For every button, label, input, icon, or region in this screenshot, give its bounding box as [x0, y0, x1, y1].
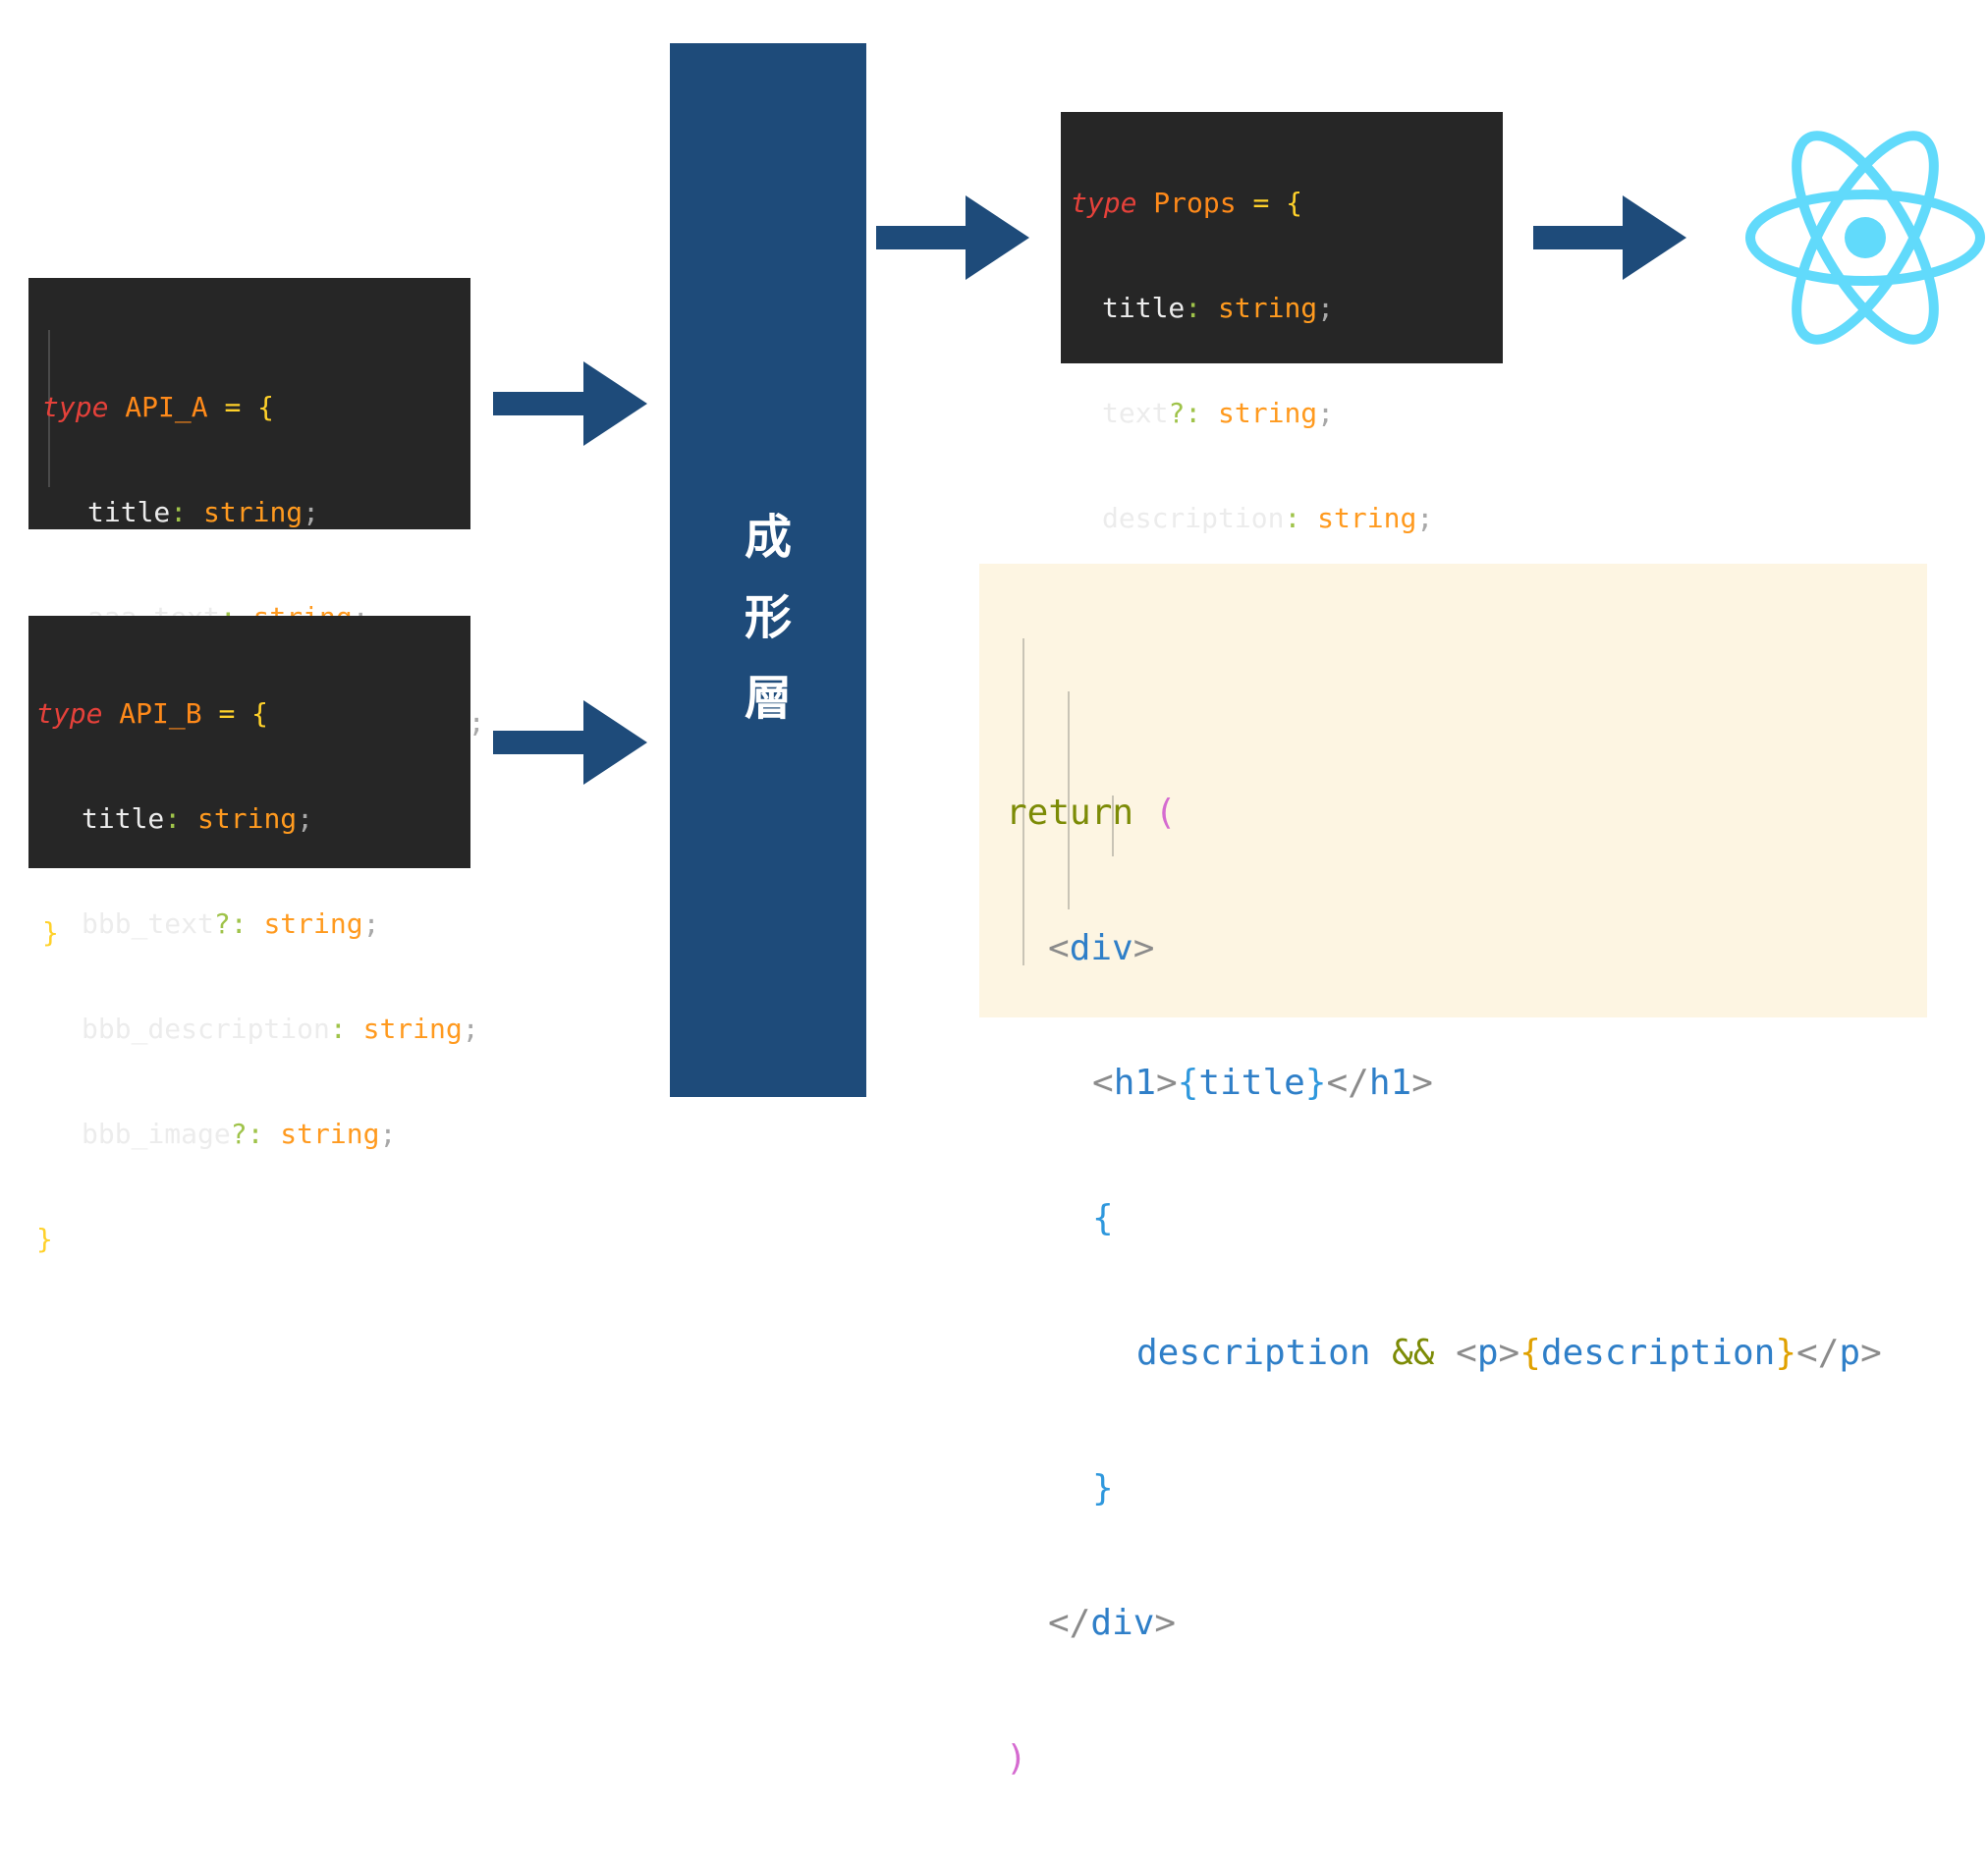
- code-line: text?: string;: [1102, 397, 1335, 429]
- arrow-right-icon: [493, 700, 647, 785]
- arrow-right-icon: [493, 361, 647, 446]
- label-char: 層: [744, 671, 792, 726]
- indent-guide: [48, 330, 50, 487]
- code-line: title: string;: [82, 802, 314, 835]
- diagram-canvas: type API_A = { title: string; aaa_text: …: [28, 43, 1985, 1779]
- code-line: <div>: [1048, 927, 1155, 968]
- react-logo-icon: [1745, 131, 1985, 345]
- code-line: type Props = {: [1071, 187, 1303, 219]
- code-line: {: [1092, 1197, 1114, 1238]
- label-char: 成: [744, 510, 792, 565]
- code-line: bbb_description: string;: [82, 1013, 479, 1045]
- code-line: }: [36, 1223, 53, 1255]
- code-line: <h1>{title}</h1>: [1092, 1063, 1433, 1103]
- code-line: bbb_text?: string;: [82, 907, 380, 940]
- code-line: title: string;: [1102, 292, 1335, 324]
- code-line: type API_A = {: [42, 391, 275, 423]
- code-line: }: [1092, 1467, 1114, 1509]
- code-line: </div>: [1048, 1603, 1177, 1643]
- arrow-right-icon: [1533, 195, 1686, 280]
- code-line: title: string;: [87, 496, 320, 528]
- code-line: }: [42, 916, 59, 949]
- code-line: return (: [1006, 793, 1177, 833]
- indent-guide: [1068, 691, 1070, 909]
- arrow-right-icon: [876, 195, 1029, 280]
- indent-guide: [1112, 796, 1114, 856]
- props-type-block: type Props = { title: string; text?: str…: [1061, 112, 1503, 744]
- render-jsx-block: return ( <div> <h1>{title}</h1> { descri…: [979, 564, 1927, 1779]
- code-line: description: string;: [1102, 502, 1434, 534]
- code-line: type API_B = {: [36, 697, 269, 730]
- code-line: bbb_image?: string;: [82, 1118, 397, 1150]
- arrows-layer: [493, 131, 1985, 785]
- label-char: 形: [744, 590, 792, 645]
- indent-guide: [1022, 638, 1024, 965]
- code-line: ): [1006, 1737, 1027, 1779]
- code-line: description && <p>{description}</p>: [1136, 1333, 1882, 1373]
- shaping-layer-label: 成 形 層: [670, 497, 866, 739]
- shaping-layer-bar: 成 形 層: [670, 43, 866, 1097]
